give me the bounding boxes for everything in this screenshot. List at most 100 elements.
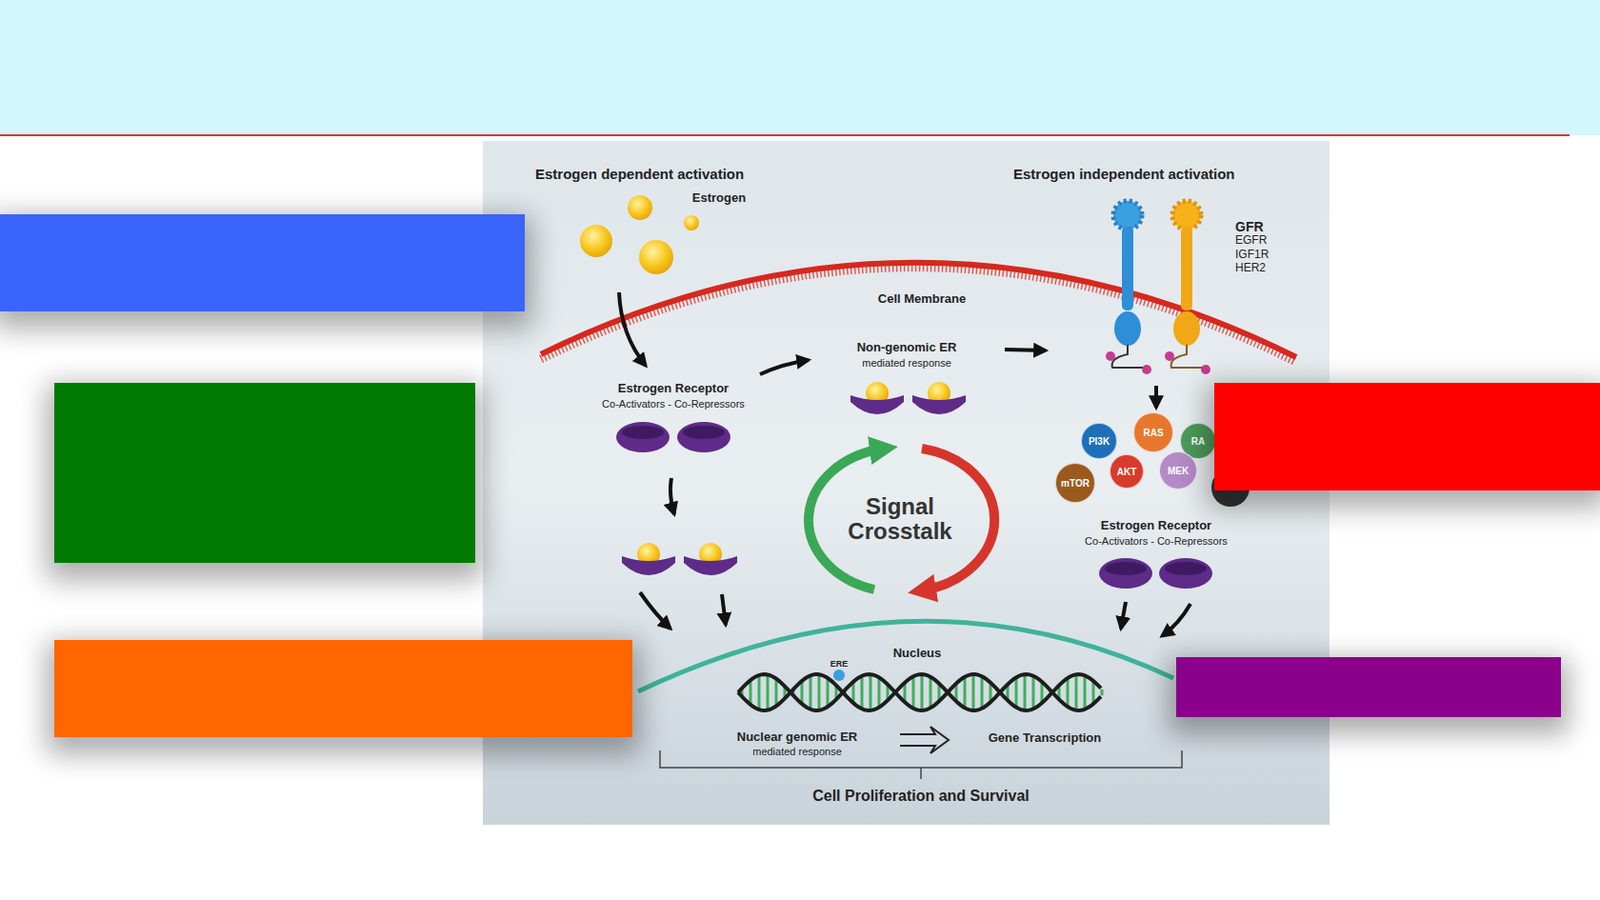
bound-receptor (683, 542, 738, 576)
dna-rung (766, 674, 770, 710)
phospho-site (1105, 351, 1116, 361)
pathway-label: Nuclear genomic ER (737, 730, 858, 745)
kinase-circle: MEK (1159, 451, 1198, 490)
receptor-dimer (616, 421, 670, 453)
outcome-label: Cell Proliferation and Survival (812, 787, 1030, 805)
bound-receptor (850, 381, 904, 415)
flow-arrow (1004, 349, 1046, 351)
dna-rung (912, 676, 916, 709)
dna-helix (738, 674, 1102, 711)
estrogen-molecules (580, 195, 700, 275)
kinase-circle: RAS (1133, 412, 1174, 453)
dna-rung (818, 674, 821, 711)
flow-arrow (760, 360, 809, 375)
flow-arrow (1154, 385, 1159, 408)
pathway-label: mediated response (752, 745, 842, 759)
section-heading: Estrogen independent activation (1013, 165, 1236, 182)
ligand-label: Estrogen (692, 191, 746, 206)
receptor-label: IGF1R (1235, 248, 1269, 262)
cover-block (54, 382, 476, 563)
cover-block (0, 214, 525, 312)
dna-rung (878, 677, 881, 707)
dna-strand (738, 674, 1101, 711)
receptor-domain (1173, 311, 1200, 346)
kinase-circle: mTOR (1055, 462, 1096, 503)
receptor-head (1113, 200, 1142, 230)
dna-rung (758, 675, 761, 710)
kinase-name: mTOR (1060, 478, 1090, 489)
dna-rung (1100, 689, 1104, 696)
dna-rung (972, 674, 976, 711)
dna-rung (775, 679, 779, 707)
structure-label: Nucleus (893, 646, 942, 661)
structure-label: Cell Membrane (878, 292, 966, 307)
dna-rung (963, 677, 967, 709)
cofactor-label: Co-Activators - Co-Repressors (1084, 535, 1228, 548)
bracket (660, 750, 1182, 780)
receptor-label: Estrogen Receptor (618, 381, 729, 397)
receptor-tail (1171, 344, 1202, 368)
header-rule (0, 134, 1570, 137)
estrogen-sphere (627, 195, 653, 220)
blue-receptor (1105, 200, 1152, 375)
dna-rung (1032, 676, 1036, 710)
double-arrow (900, 726, 949, 754)
receptor-label: EGFR (1235, 234, 1267, 248)
receptor-label: Estrogen Receptor (1100, 519, 1212, 534)
crosstalk-label: Signal Crosstalk (838, 494, 962, 545)
dna-rung (920, 674, 924, 711)
dna-rung (1075, 674, 1079, 711)
pathway-label: mediated response (861, 357, 952, 370)
phospho-site (1164, 351, 1175, 361)
phospho-site (1141, 364, 1152, 375)
receptor-dimer (1099, 558, 1153, 589)
receptor-head (1172, 200, 1201, 230)
section-heading: Estrogen dependent activation (535, 165, 744, 182)
cofactor-label: Co-Activators - Co-Repressors (601, 398, 745, 411)
pathway-label: Non-genomic ER (857, 340, 958, 356)
flow-arrow (670, 478, 675, 515)
dna-strand (738, 674, 1101, 711)
receptor-label: GFR (1235, 219, 1264, 235)
pathway-label: Gene Transcription (988, 731, 1101, 746)
cover-block (1176, 657, 1561, 718)
flow-arrow (1161, 603, 1191, 637)
estrogen-sphere (639, 240, 674, 275)
cover-block (54, 640, 633, 738)
receptor-dimer (677, 421, 731, 453)
bound-receptor (912, 381, 966, 415)
receptor-domain (1114, 311, 1141, 346)
kinase-circle: AKT (1109, 454, 1144, 489)
yellow-receptor (1164, 200, 1211, 375)
kinase-circle: PI3K (1080, 422, 1118, 460)
kinase-name: AKT (1117, 466, 1138, 478)
kinase-name: RAS (1142, 427, 1163, 439)
flow-arrow (721, 594, 726, 625)
receptor-stalk (1180, 226, 1193, 311)
phospho-site (1200, 364, 1211, 375)
element-label: ERE (830, 659, 849, 669)
dna-rung (869, 674, 873, 711)
dna-rung (1023, 674, 1027, 711)
dna-rung (1066, 678, 1070, 707)
flow-arrows (619, 292, 1191, 637)
dna-rung (749, 680, 753, 705)
receptor-stalk (1121, 226, 1134, 311)
dna-rung (980, 676, 984, 709)
cover-block (1214, 382, 1600, 491)
receptor-tail (1112, 344, 1143, 368)
flow-arrow (640, 592, 671, 629)
kinase-name: PI3K (1088, 436, 1110, 447)
flow-arrow (1120, 601, 1126, 629)
dna-rung (860, 676, 864, 710)
dna-rung (1015, 677, 1019, 707)
dna-rung (826, 678, 830, 707)
ere-site (833, 669, 845, 681)
receptor-label: HER2 (1235, 261, 1266, 276)
kinase-name: RA (1191, 436, 1205, 447)
flow-arrow (619, 292, 646, 366)
receptor-dimer (1159, 558, 1213, 589)
dna-rung (809, 675, 813, 709)
estrogen-sphere (580, 224, 613, 258)
estrogen-sphere (683, 215, 700, 231)
